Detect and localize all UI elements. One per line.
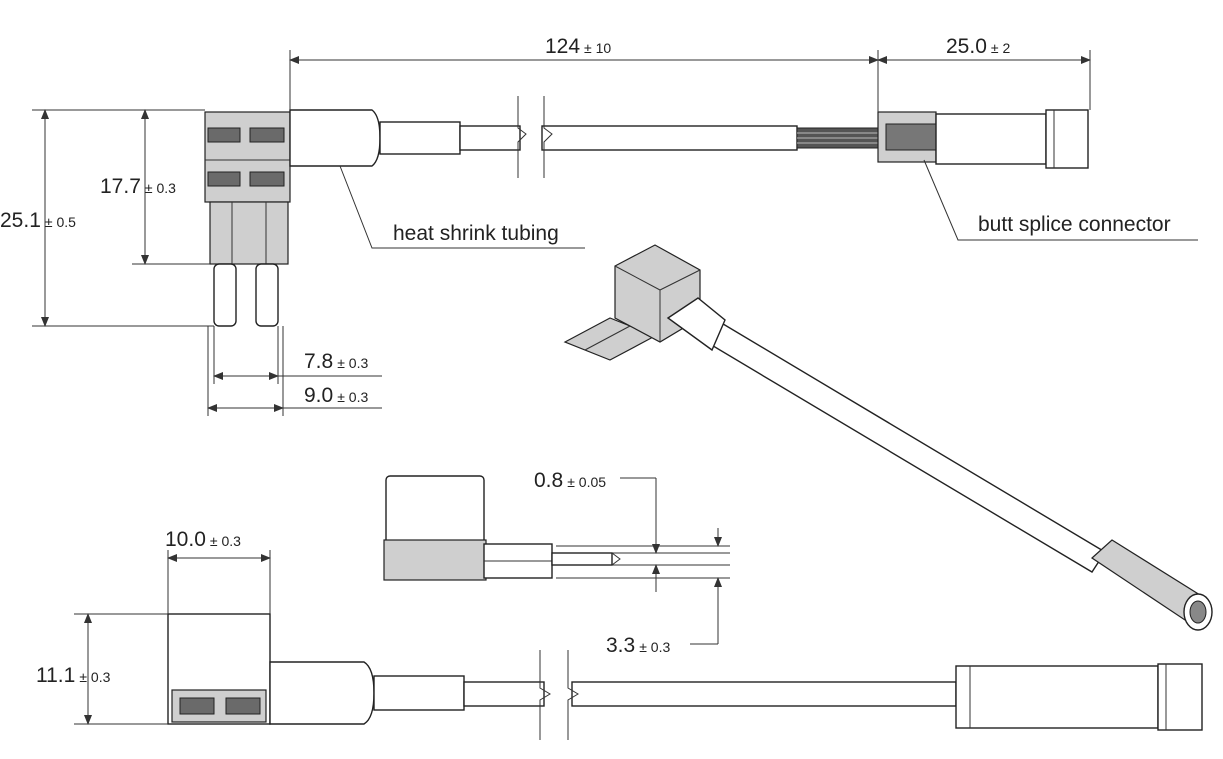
housing-slot: [249, 127, 285, 143]
fuse-blade: [213, 263, 237, 327]
heat-shrink-tubing: [289, 109, 381, 167]
butt-splice-connector: [935, 113, 1047, 165]
dim-blade-span-outer: 9.0± 0.3: [304, 384, 368, 407]
dim-housing-height: 17.7± 0.3: [100, 175, 176, 198]
bottom-cable: [373, 675, 465, 711]
fuse-blade: [255, 263, 279, 327]
bottom-heat-shrink: [269, 661, 375, 725]
iso-heat-shrink: [666, 297, 726, 352]
dim-splice-length: 25.0± 2: [946, 35, 1010, 58]
bottom-cable: [463, 681, 545, 707]
fuse-housing-top: [204, 111, 291, 203]
dim-housing-depth: 11.1± 0.3: [36, 664, 111, 687]
iso-cable: [682, 304, 1106, 573]
dim-cable-length: 124± 10: [545, 35, 611, 58]
bottom-butt-splice: [955, 665, 1159, 729]
bottom-splice-end: [1157, 663, 1203, 731]
side-housing-base: [383, 539, 487, 581]
side-view: 0.8± 0.05 3.3± 0.3: [383, 469, 730, 657]
bottom-cable: [571, 681, 957, 707]
housing-slot: [249, 171, 285, 187]
cable: [541, 125, 798, 151]
dim-housing-width: 10.0± 0.3: [165, 528, 241, 551]
dim-side-width: 3.3± 0.3: [606, 634, 670, 657]
bottom-view: 10.0± 0.3 11.1± 0.3: [36, 528, 1203, 740]
dim-blade-span-inner: 7.8± 0.3: [304, 350, 368, 373]
cable: [379, 121, 461, 155]
cable: [459, 125, 521, 151]
callout-heat-shrink: heat shrink tubing: [393, 222, 559, 245]
dim-blade-thickness: 0.8± 0.05: [534, 469, 606, 492]
callout-butt-splice: butt splice connector: [978, 213, 1171, 236]
bottom-slot: [179, 697, 215, 715]
housing-slot: [207, 171, 241, 187]
butt-splice-end: [1045, 109, 1089, 169]
dim-overall-height: 25.1± 0.5: [0, 209, 76, 232]
side-blade: [551, 552, 613, 566]
housing-slot: [207, 127, 241, 143]
isometric-view: [563, 244, 1213, 631]
top-view: 124± 10 25.0± 2 25.1± 0.5 17.7± 0.3 7.8±…: [0, 35, 1198, 416]
fuse-body: [209, 201, 289, 265]
bottom-slot: [225, 697, 261, 715]
